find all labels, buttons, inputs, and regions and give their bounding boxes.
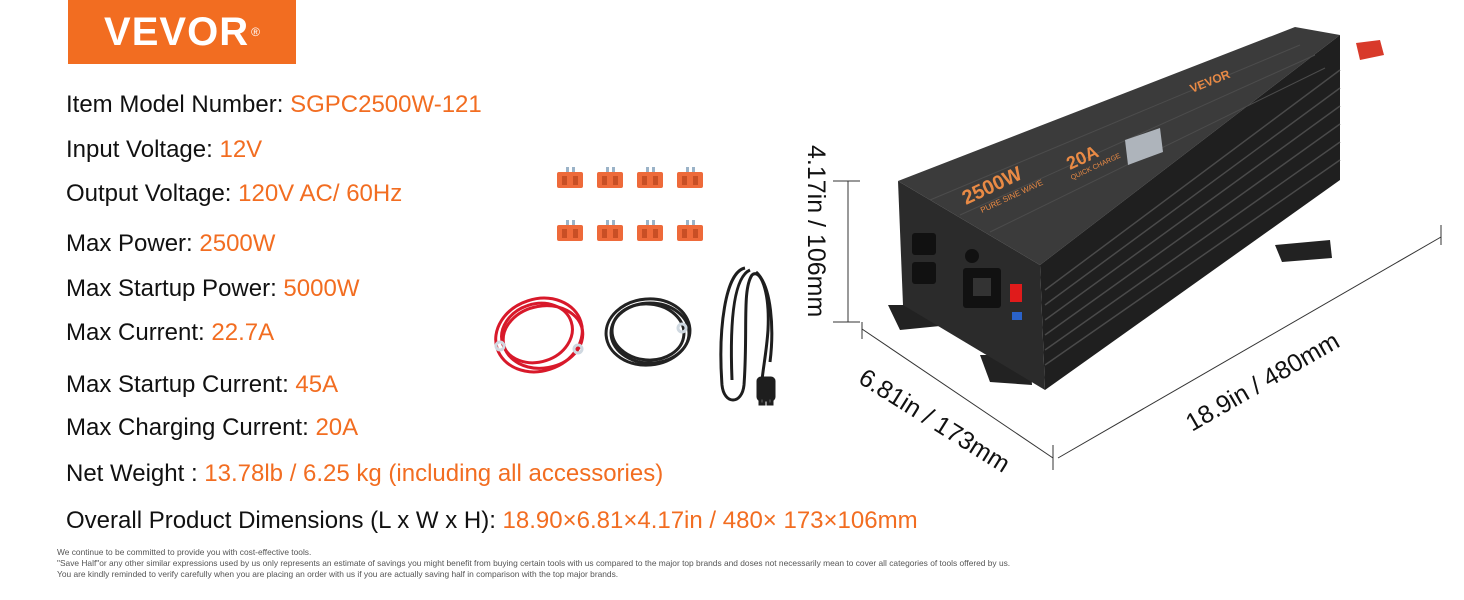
spec-label: Max Current: (66, 319, 212, 346)
registered-mark: ® (251, 25, 260, 39)
spec-value: 5000W (283, 275, 360, 302)
brand-logo: VEVOR® (68, 0, 296, 64)
spec-label: Item Model Number: (66, 91, 291, 118)
dimension-lines (833, 180, 1442, 470)
red-cable-icon (494, 296, 585, 374)
spec-label: Input Voltage: (66, 136, 220, 163)
inverter-icon (888, 27, 1384, 390)
spec-label: Net Weight : (66, 460, 205, 487)
spec-label: Overall Product Dimensions (L x W x H): (66, 507, 503, 534)
spec-max-current: Max Current: 22.7A (66, 319, 274, 347)
spec-label: Max Charging Current: (66, 414, 316, 441)
spec-label: Max Power: (66, 230, 200, 257)
spec-value: 120V AC/ 60Hz (238, 180, 403, 207)
spec-overall-dimensions: Overall Product Dimensions (L x W x H): … (66, 507, 918, 535)
spec-value: 20A (315, 414, 359, 441)
disclaimer-line: You are kindly reminded to verify carefu… (57, 569, 619, 580)
dimension-height-label: 4.17in / 106mm (802, 145, 830, 317)
brand-logo-text: VEVOR (104, 9, 250, 54)
spec-value: 45A (295, 371, 339, 398)
spec-net-weight: Net Weight : 13.78lb / 6.25 kg (includin… (66, 460, 663, 488)
spec-value: 18.90×6.81×4.17in / 480× 173×106mm (502, 507, 918, 534)
spec-value: 2500W (199, 230, 276, 257)
spec-max-startup-power: Max Startup Power: 5000W (66, 275, 359, 303)
spec-value: 13.78lb / 6.25 kg (including all accesso… (204, 460, 664, 487)
spec-max-startup-current: Max Startup Current: 45A (66, 371, 338, 399)
spec-label: Max Startup Current: (66, 371, 296, 398)
spec-model-number: Item Model Number: SGPC2500W-121 (66, 91, 482, 119)
disclaimer-line: We continue to be committed to provide y… (57, 547, 312, 557)
black-cable-icon (604, 297, 692, 367)
spec-max-power: Max Power: 2500W (66, 230, 275, 258)
spec-output-voltage: Output Voltage: 120V AC/ 60Hz (66, 180, 402, 208)
disclaimer: We continue to be committed to provide y… (57, 547, 1010, 581)
spec-label: Output Voltage: (66, 180, 239, 207)
spec-input-voltage: Input Voltage: 12V (66, 136, 262, 164)
dimension-length-label: 18.9in / 480mm (1181, 327, 1344, 437)
fuse-set-icon (557, 167, 703, 241)
spec-max-charging-current: Max Charging Current: 20A (66, 414, 358, 442)
spec-value: SGPC2500W-121 (290, 91, 482, 118)
disclaimer-line: "Save Half"or any other similar expressi… (57, 558, 1011, 569)
spec-label: Max Startup Power: (66, 275, 284, 302)
spec-value: 12V (219, 136, 263, 163)
power-cord-icon (719, 266, 776, 406)
spec-value: 22.7A (211, 319, 275, 346)
